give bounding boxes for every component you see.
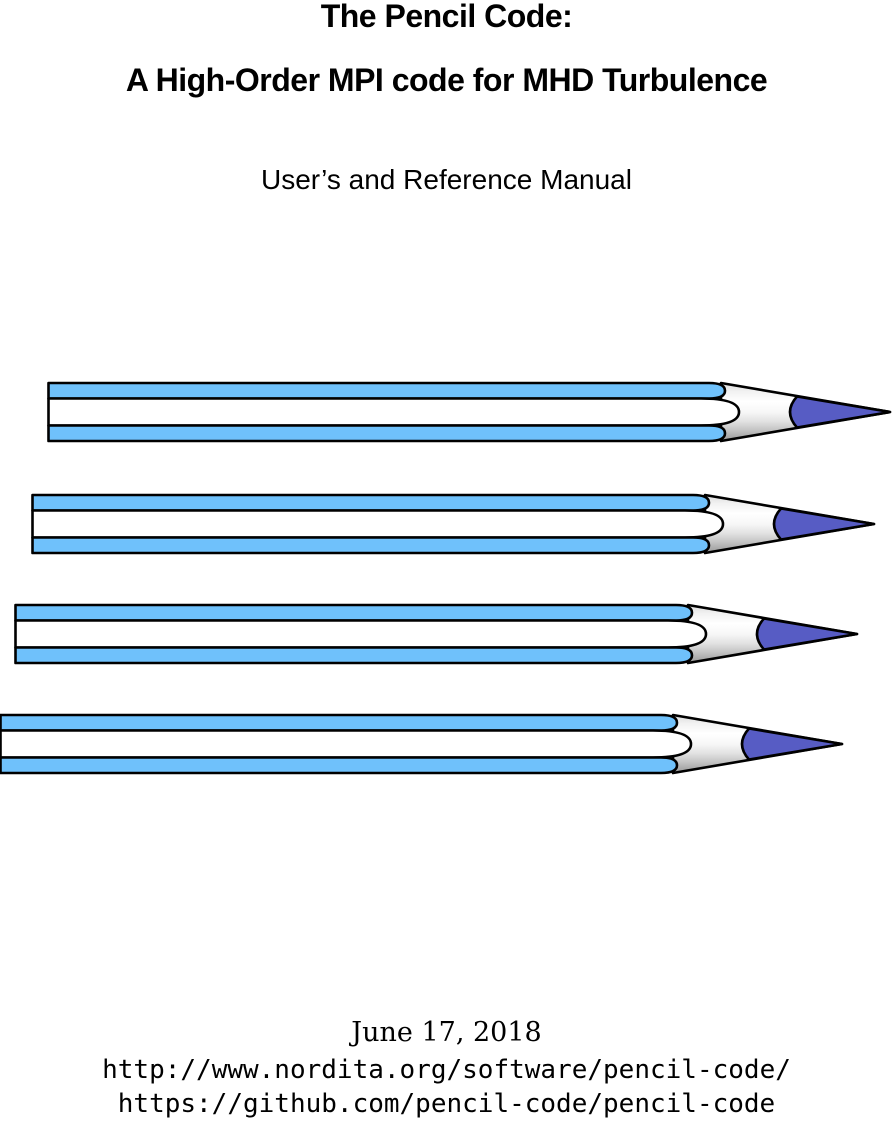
pencil-illustration	[31, 493, 876, 555]
document-subtitle: User’s and Reference Manual	[261, 164, 632, 195]
publication-date: June 17, 2018	[351, 1017, 542, 1048]
pencil-illustration	[0, 713, 844, 775]
document-title-line1: The Pencil Code:	[320, 0, 573, 34]
github-url-link[interactable]: https://github.com/pencil-code/pencil-co…	[117, 1089, 776, 1119]
nordita-url-link[interactable]: http://www.nordita.org/software/pencil-c…	[102, 1055, 791, 1085]
pencil-illustration	[47, 381, 892, 443]
pencil-illustration	[14, 603, 859, 665]
document-title-line2: A High-Order MPI code for MHD Turbulence	[125, 62, 768, 98]
